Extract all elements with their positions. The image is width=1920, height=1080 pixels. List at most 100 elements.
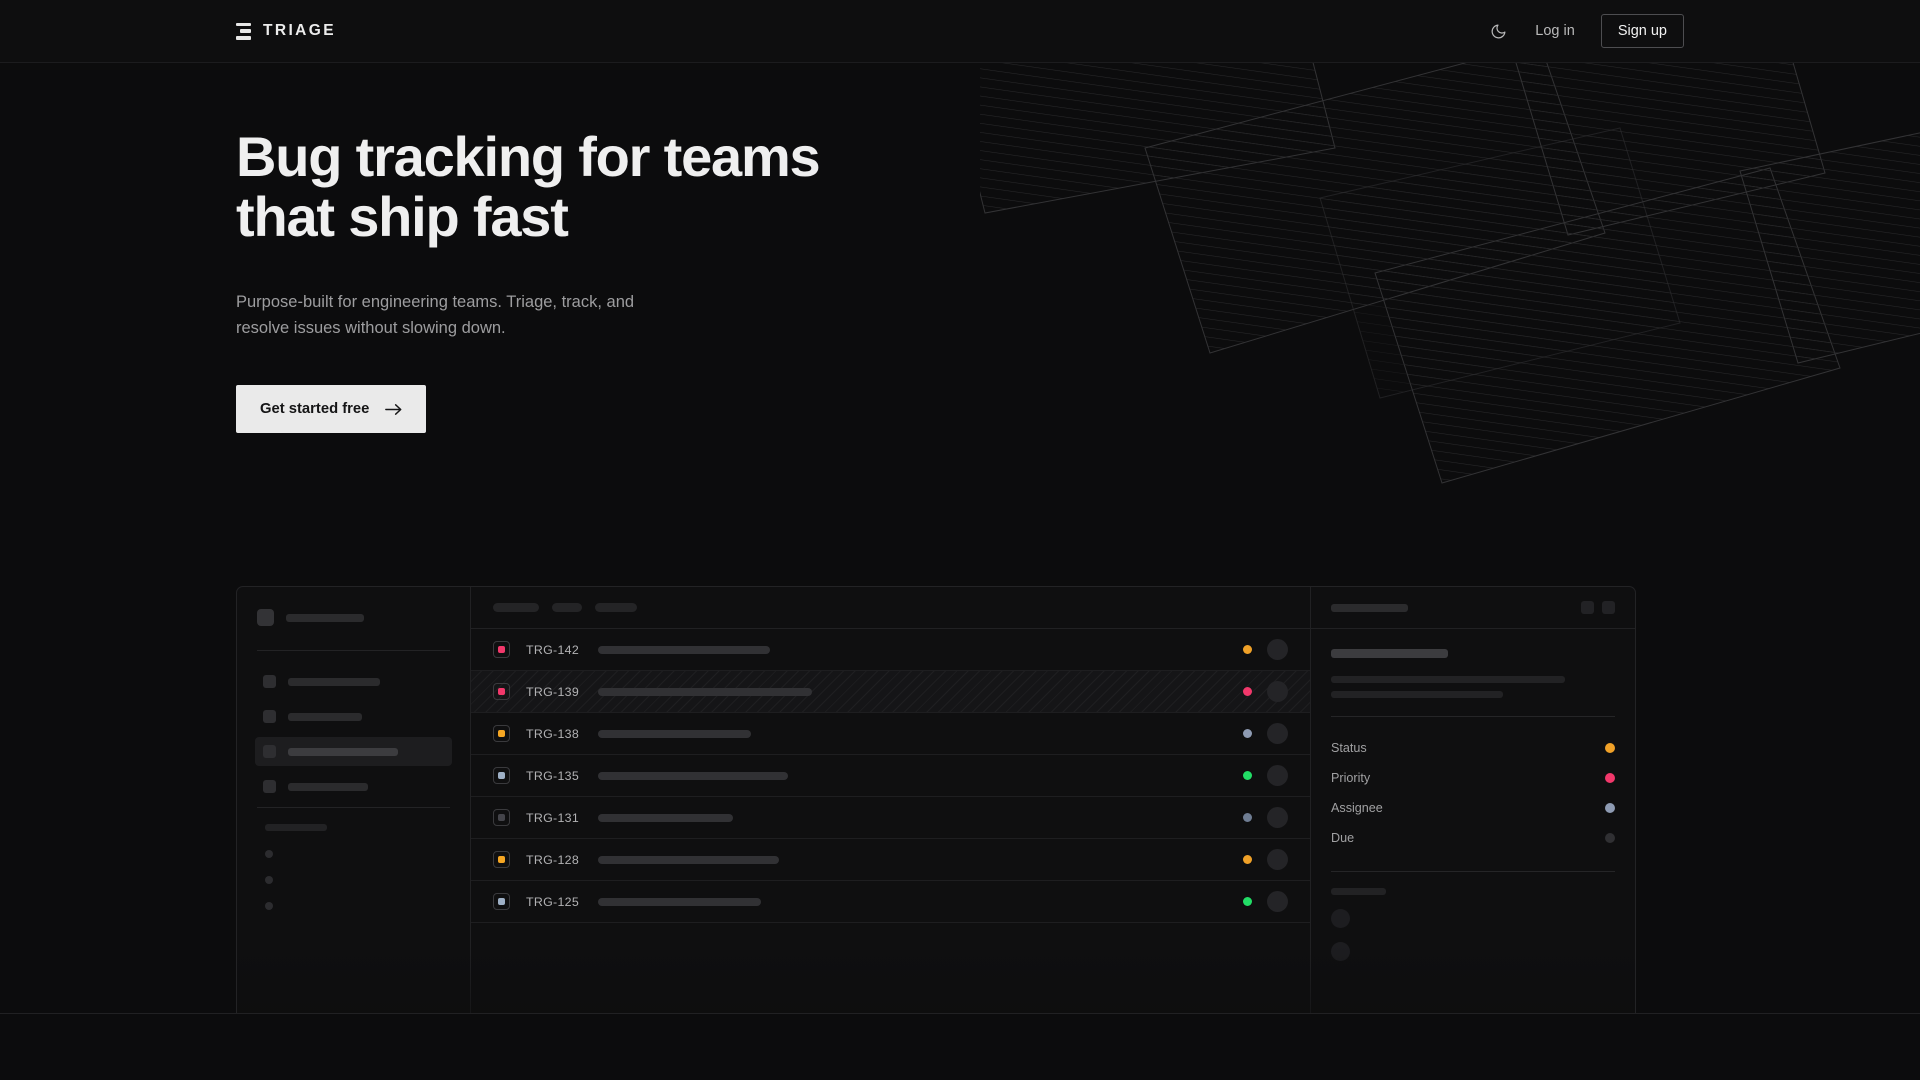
status-dot: [1243, 645, 1252, 654]
sidebar-item-icon: [263, 710, 276, 723]
assignee-avatar: [1267, 891, 1288, 912]
sidebar-item-icon: [263, 745, 276, 758]
status-dot: [1243, 897, 1252, 906]
table-row[interactable]: TRG-142: [471, 629, 1310, 671]
issue-title-placeholder: [598, 646, 770, 654]
sidebar-sub-item-2[interactable]: [255, 893, 452, 919]
issue-title-placeholder: [598, 856, 779, 864]
property-label: Status: [1331, 741, 1367, 755]
hero-content: Bug tracking for teams that ship fast Pu…: [236, 127, 1136, 433]
detail-summary-placeholder: [1331, 649, 1448, 658]
status-dot: [1243, 813, 1252, 822]
property-row-due[interactable]: Due: [1331, 823, 1615, 853]
detail-line-0: [1331, 676, 1565, 683]
property-row-priority[interactable]: Priority: [1331, 763, 1615, 793]
property-label: Assignee: [1331, 801, 1383, 815]
issue-title-placeholder: [598, 730, 751, 738]
issue-title-placeholder: [598, 898, 761, 906]
issue-id: TRG-131: [526, 811, 582, 825]
priority-badge: [493, 893, 510, 910]
detail-body: StatusPriorityAssigneeDue: [1311, 629, 1635, 975]
toolbar-chip-2[interactable]: [595, 603, 637, 612]
sidebar-sub-item-0[interactable]: [255, 841, 452, 867]
section-divider: [0, 1013, 1920, 1014]
sidebar-item-3[interactable]: [255, 772, 452, 801]
sidebar-item-label-placeholder: [288, 678, 380, 686]
property-label: Due: [1331, 831, 1354, 845]
table-row[interactable]: TRG-138: [471, 713, 1310, 755]
issue-id: TRG-138: [526, 727, 582, 741]
detail-text-placeholders: [1331, 676, 1615, 698]
table-row[interactable]: TRG-128: [471, 839, 1310, 881]
table-row[interactable]: TRG-131: [471, 797, 1310, 839]
get-started-button[interactable]: Get started free: [236, 385, 426, 433]
issue-id: TRG-125: [526, 895, 582, 909]
property-row-assignee[interactable]: Assignee: [1331, 793, 1615, 823]
login-link[interactable]: Log in: [1535, 23, 1575, 39]
priority-badge: [493, 767, 510, 784]
status-dot: [1243, 771, 1252, 780]
page-title: Bug tracking for teams that ship fast: [236, 127, 1136, 248]
status-dot: [1243, 855, 1252, 864]
status-dot: [1243, 729, 1252, 738]
triage-bars-logo-icon: [236, 23, 251, 40]
issue-id: TRG-135: [526, 769, 582, 783]
sidebar-sub-icon: [265, 850, 273, 858]
toolbar-chip-0[interactable]: [493, 603, 539, 612]
issue-list-panel: TRG-142TRG-139TRG-138TRG-135TRG-131TRG-1…: [471, 587, 1311, 1013]
row-meta: [1243, 639, 1288, 660]
workspace-switcher[interactable]: [255, 609, 452, 626]
property-value-dot: [1605, 743, 1615, 753]
sidebar-item-2[interactable]: [255, 737, 452, 766]
issue-rows: TRG-142TRG-139TRG-138TRG-135TRG-131TRG-1…: [471, 629, 1310, 923]
sidebar-item-0[interactable]: [255, 667, 452, 696]
detail-line-1: [1331, 691, 1503, 698]
issue-id: TRG-142: [526, 643, 582, 657]
activity-label-placeholder: [1331, 888, 1386, 895]
property-label: Priority: [1331, 771, 1370, 785]
brand-name: TRIAGE: [263, 22, 336, 40]
activity-avatars: [1331, 909, 1615, 961]
assignee-avatar: [1267, 849, 1288, 870]
nav-actions: Log in Sign up: [1487, 14, 1684, 48]
issue-title-placeholder: [598, 814, 733, 822]
detail-header-buttons: [1581, 601, 1615, 614]
issue-id: TRG-139: [526, 685, 582, 699]
row-meta: [1243, 681, 1288, 702]
app-preview-mockup: TRG-142TRG-139TRG-138TRG-135TRG-131TRG-1…: [236, 586, 1636, 1013]
toolbar-chip-1[interactable]: [552, 603, 582, 612]
detail-divider-2: [1331, 871, 1615, 872]
sidebar-sub-item-1[interactable]: [255, 867, 452, 893]
table-row[interactable]: TRG-125: [471, 881, 1310, 923]
brand-logo[interactable]: TRIAGE: [236, 22, 336, 40]
status-dot: [1243, 687, 1252, 696]
priority-badge: [493, 683, 510, 700]
sidebar-sub-icon: [265, 902, 273, 910]
property-row-status[interactable]: Status: [1331, 733, 1615, 763]
sidebar-item-1[interactable]: [255, 702, 452, 731]
issue-list-toolbar: [471, 587, 1310, 629]
table-row[interactable]: TRG-139: [471, 671, 1310, 713]
mockup-sidebar: [237, 587, 471, 1013]
issue-id: TRG-128: [526, 853, 582, 867]
expand-button[interactable]: [1581, 601, 1594, 614]
sidebar-divider-2: [257, 807, 450, 808]
sidebar-nav-list: [255, 667, 452, 801]
close-button[interactable]: [1602, 601, 1615, 614]
priority-badge: [493, 851, 510, 868]
workspace-name-placeholder: [286, 614, 364, 622]
activity-avatar-1: [1331, 942, 1350, 961]
sidebar-sub-list: [255, 841, 452, 919]
arrow-right-icon: [385, 403, 402, 416]
signup-button[interactable]: Sign up: [1601, 14, 1684, 48]
detail-title-placeholder: [1331, 604, 1408, 612]
sidebar-section-label: [255, 824, 452, 831]
get-started-label: Get started free: [260, 401, 369, 417]
property-value-dot: [1605, 833, 1615, 843]
table-row[interactable]: TRG-135: [471, 755, 1310, 797]
sidebar-item-label-placeholder: [288, 783, 368, 791]
top-navigation-bar: TRIAGE Log in Sign up: [0, 0, 1920, 63]
sidebar-item-label-placeholder: [288, 713, 362, 721]
moon-icon[interactable]: [1487, 20, 1509, 42]
assignee-avatar: [1267, 681, 1288, 702]
